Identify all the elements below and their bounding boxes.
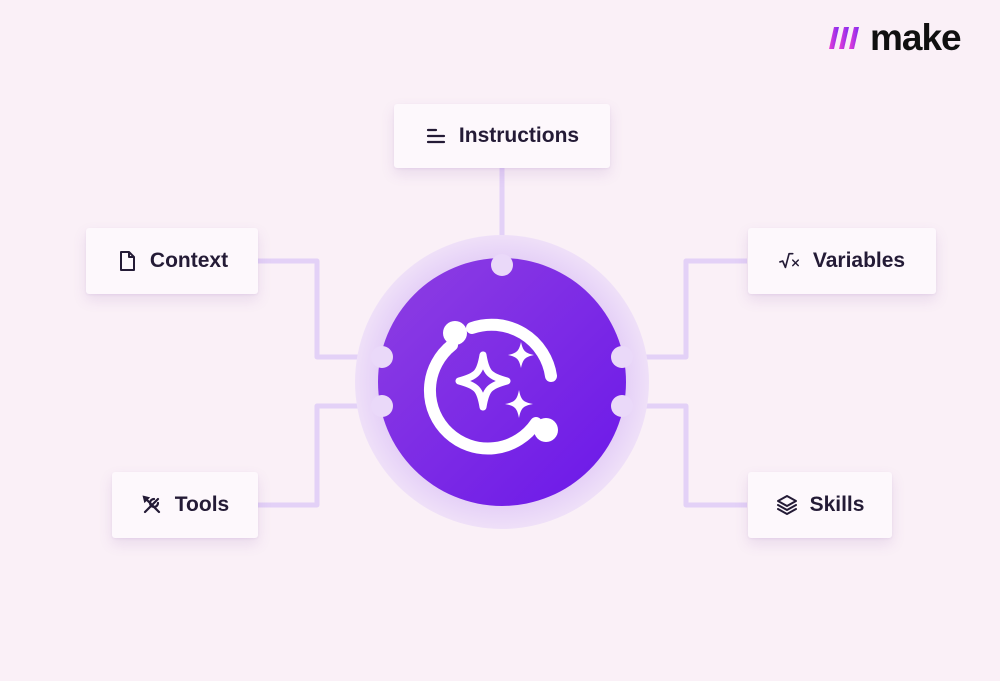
node-variables: Variables (748, 228, 936, 294)
connector-context (258, 258, 382, 360)
node-tools: Tools (112, 472, 258, 538)
port-skills (611, 395, 633, 417)
node-label: Variables (812, 249, 906, 272)
make-logo: make (828, 17, 962, 58)
port-tools (371, 395, 393, 417)
connector-variables (622, 258, 747, 360)
node-label: Instructions (458, 124, 580, 147)
ai-agent-hub (355, 235, 649, 529)
make-logo-mark-icon (829, 27, 859, 49)
brand-name: make (870, 17, 962, 58)
port-variables (611, 346, 633, 368)
file-icon (116, 250, 138, 272)
align-left-icon (425, 125, 447, 147)
port-instructions (491, 254, 513, 276)
ai-sparkles-orbit-icon (423, 318, 557, 455)
node-label: Skills (809, 493, 865, 516)
wrench-screwdriver-icon (141, 494, 163, 516)
square-root-icon (778, 250, 801, 272)
node-instructions: Instructions (394, 104, 610, 168)
node-skills: Skills (748, 472, 892, 538)
node-label: Tools (174, 493, 230, 516)
layers-icon (776, 494, 798, 516)
port-context (371, 346, 393, 368)
node-context: Context (86, 228, 258, 294)
connector-skills (622, 403, 747, 508)
node-label: Context (149, 249, 229, 272)
connector-tools (258, 403, 382, 508)
